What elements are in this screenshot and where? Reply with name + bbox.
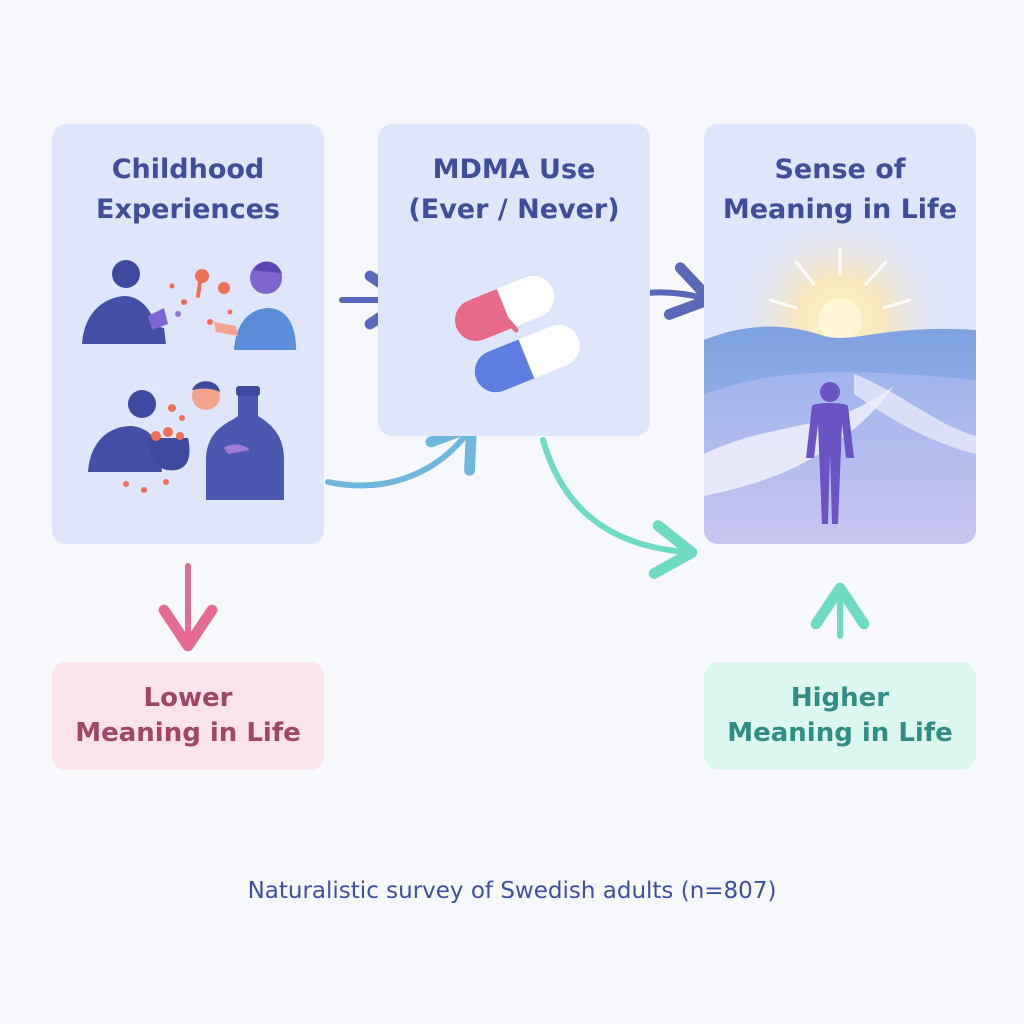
panel-mdma-use: MDMA Use (Ever / Never) — [378, 124, 650, 436]
outcome-higher-meaning: Higher Meaning in Life — [704, 662, 976, 770]
panel-title-childhood: Childhood Experiences — [96, 154, 280, 225]
arrow-mdma-to-higher — [540, 437, 698, 579]
outcome-lower-meaning: Lower Meaning in Life — [52, 662, 324, 770]
footnote-caption: Naturalistic survey of Swedish adults (n… — [247, 878, 777, 904]
panel-meaning-in-life: Sense of Meaning in Life — [704, 124, 976, 544]
pill-capsules-icon — [454, 275, 580, 393]
sunrise-landscape-icon — [704, 210, 976, 544]
conflict-illustration-icon — [82, 260, 296, 350]
panel-title-meaning: Sense of Meaning in Life — [722, 154, 958, 225]
panel-childhood-experiences: Childhood Experiences — [52, 124, 324, 544]
neglect-illustration-icon — [88, 381, 284, 500]
panel-title-mdma: MDMA Use (Ever / Never) — [408, 154, 620, 225]
arrow-childhood-curve-to-mdma — [325, 421, 477, 489]
